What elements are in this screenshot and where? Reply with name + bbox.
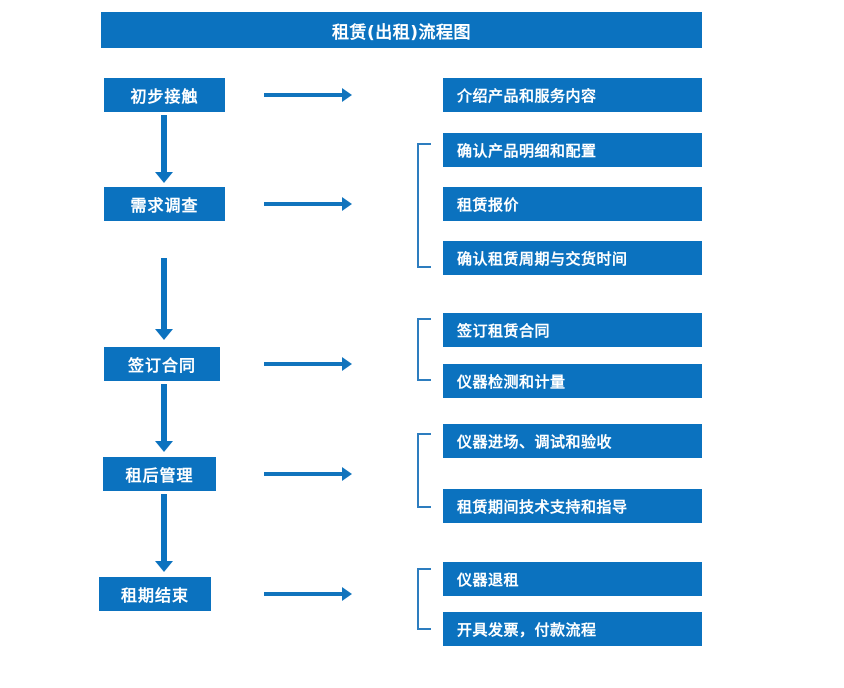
detail-box[interactable]: 确认租赁周期与交货时间	[443, 241, 702, 275]
arrow-head-down-icon	[155, 561, 173, 572]
bracket-survey-group	[417, 143, 431, 268]
bracket-contract-group	[417, 318, 431, 381]
arrow-shaft	[264, 592, 342, 596]
detail-box[interactable]: 签订租赁合同	[443, 313, 702, 347]
arrow-to-manage	[264, 467, 352, 481]
detail-box[interactable]: 租赁报价	[443, 187, 702, 221]
arrow-to-survey	[264, 197, 352, 211]
arrow-contract-to-manage	[155, 384, 173, 452]
arrow-shaft	[161, 384, 167, 441]
stage-box[interactable]: 需求调查	[104, 187, 225, 221]
arrow-head-down-icon	[155, 329, 173, 340]
stage-box[interactable]: 初步接触	[104, 78, 225, 112]
arrow-head-right-icon	[342, 587, 352, 601]
arrow-head-right-icon	[342, 88, 352, 102]
bracket-end-group	[417, 568, 431, 630]
arrow-shaft	[264, 93, 342, 97]
arrow-head-right-icon	[342, 357, 352, 371]
arrow-shaft	[161, 258, 167, 329]
arrow-survey-to-contract	[155, 258, 173, 340]
page-title: 租赁(出租)流程图	[101, 12, 702, 48]
detail-box[interactable]: 仪器进场、调试和验收	[443, 424, 702, 458]
stage-box[interactable]: 租期结束	[99, 577, 211, 611]
detail-box[interactable]: 确认产品明细和配置	[443, 133, 702, 167]
arrow-shaft	[161, 494, 167, 561]
detail-box[interactable]: 介绍产品和服务内容	[443, 78, 702, 112]
arrow-shaft	[264, 472, 342, 476]
arrow-contact-to-survey	[155, 115, 173, 183]
arrow-to-intro	[264, 88, 352, 102]
stage-box[interactable]: 租后管理	[103, 457, 216, 491]
arrow-shaft	[161, 115, 167, 172]
arrow-head-down-icon	[155, 441, 173, 452]
detail-box[interactable]: 租赁期间技术支持和指导	[443, 489, 702, 523]
arrow-head-down-icon	[155, 172, 173, 183]
stage-box[interactable]: 签订合同	[104, 347, 220, 381]
detail-box[interactable]: 仪器退租	[443, 562, 702, 596]
arrow-manage-to-end	[155, 494, 173, 572]
arrow-head-right-icon	[342, 197, 352, 211]
detail-box[interactable]: 开具发票，付款流程	[443, 612, 702, 646]
arrow-to-contract	[264, 357, 352, 371]
arrow-to-end	[264, 587, 352, 601]
arrow-shaft	[264, 362, 342, 366]
detail-box[interactable]: 仪器检测和计量	[443, 364, 702, 398]
arrow-shaft	[264, 202, 342, 206]
arrow-head-right-icon	[342, 467, 352, 481]
bracket-manage-group	[417, 433, 431, 508]
